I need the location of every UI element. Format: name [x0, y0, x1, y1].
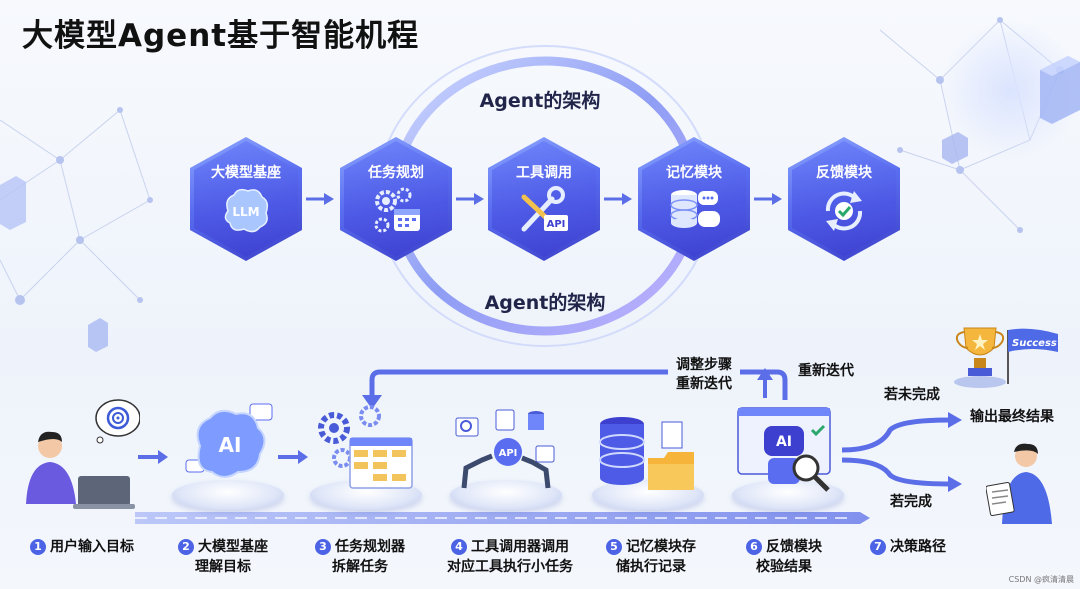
module-label: 反馈模块 — [816, 165, 872, 181]
ai-robot-magnifier-icon: AI — [737, 407, 831, 492]
step-number-badge: 3 — [315, 539, 331, 555]
api-text: API — [499, 448, 518, 459]
module-label: 工具调用 — [516, 165, 572, 181]
ai-text: AI — [219, 433, 242, 457]
step-number-badge: 5 — [606, 539, 622, 555]
trophy-success-flag-icon — [954, 327, 1058, 388]
step-text: 任务规划器 — [335, 539, 405, 555]
arrow-right-icon — [604, 193, 632, 205]
step-number-badge: 1 — [30, 539, 46, 555]
person-with-document-icon — [986, 443, 1052, 524]
pedestal — [450, 480, 562, 510]
gears-calendar-icon — [374, 187, 420, 233]
step-text-line2: 对应工具执行小任务 — [447, 559, 573, 575]
adjust-steps-line2: 重新迭代 — [676, 376, 732, 392]
refresh-check-icon — [825, 191, 863, 231]
planner-board-icon — [318, 405, 413, 489]
step-text-line2: 理解目标 — [195, 559, 251, 575]
adjust-steps-line1: 调整步骤 — [676, 357, 732, 373]
step-number-badge: 4 — [451, 539, 467, 555]
module-label: 任务规划 — [368, 165, 424, 181]
watermark: CSDN @疯清清晨 — [1008, 575, 1074, 584]
tools-api-icon: API — [521, 186, 568, 232]
module-label: 记忆模块 — [666, 165, 722, 181]
module-tool-calling: 工具调用 API — [488, 137, 600, 261]
ai-text: AI — [776, 434, 792, 450]
step-text-line2: 校验结果 — [756, 559, 812, 575]
api-text: API — [547, 219, 566, 230]
database-chat-icon — [670, 190, 720, 228]
user-at-laptop-icon — [26, 399, 140, 509]
step-text: 用户输入目标 — [50, 539, 134, 555]
step-text-line2: 拆解任务 — [332, 559, 388, 575]
arrow-right-icon — [456, 193, 484, 205]
module-memory: 记忆模块 — [638, 137, 750, 261]
not-complete-label: 若未完成 — [884, 387, 940, 403]
robot-arms-api-icon: API — [455, 409, 555, 489]
arrow-right-icon — [306, 193, 334, 205]
step-text: 决策路径 — [890, 539, 946, 555]
pedestal — [172, 480, 284, 510]
ai-brain-icon: AI — [185, 403, 273, 478]
arrow-right-icon — [138, 450, 168, 464]
llm-text: LLM — [232, 205, 259, 219]
arrow-right-icon — [754, 193, 782, 205]
step-number-badge: 6 — [746, 539, 762, 555]
step-text: 反馈模块 — [766, 539, 822, 555]
database-folder-icon — [599, 417, 694, 490]
arrow-right-icon — [278, 450, 308, 464]
reiterate-label: 重新迭代 — [798, 363, 854, 379]
adjust-steps-label: 调整步骤 重新迭代 — [666, 356, 742, 394]
architecture-label-bottom: Agent的架构 — [484, 292, 606, 314]
step-text-line2: 储执行记录 — [616, 559, 686, 575]
module-label: 大模型基座 — [211, 165, 281, 181]
module-feedback: 反馈模块 — [788, 137, 900, 261]
complete-label: 若完成 — [890, 494, 932, 510]
step-text: 记忆模块存 — [626, 539, 696, 555]
step-number-badge: 2 — [178, 539, 194, 555]
module-llm-base: 大模型基座 LLM — [190, 137, 302, 261]
step-text: 大模型基座 — [198, 539, 268, 555]
step-number-badge: 7 — [870, 539, 886, 555]
step-text: 工具调用器调用 — [471, 539, 569, 555]
success-flag-text: Success — [1012, 338, 1057, 349]
brain-llm-icon: LLM — [224, 188, 269, 233]
module-task-planning: 任务规划 — [340, 137, 452, 261]
final-output-label: 输出最终结果 — [970, 409, 1054, 425]
architecture-label-top: Agent的架构 — [479, 90, 601, 112]
page-title: 大模型Agent基于智能机程 — [22, 18, 420, 54]
